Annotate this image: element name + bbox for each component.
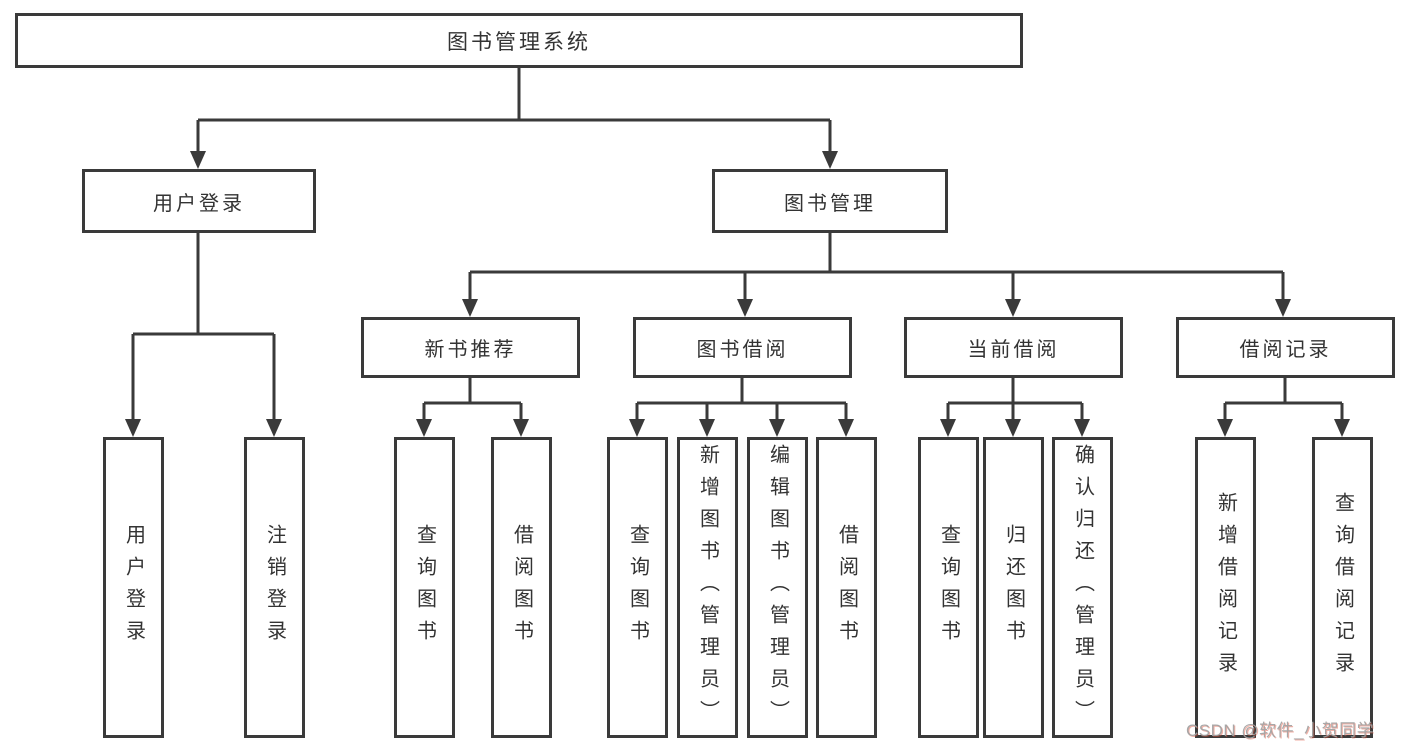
leaf-query-borrow-record: 查询借阅记录 [1312, 437, 1373, 738]
node-borrow-records: 借阅记录 [1176, 317, 1395, 378]
leaf-borrow-books: 借阅图书 [816, 437, 877, 738]
connector-root-to-level2 [196, 66, 832, 153]
node-new-book-recommend: 新书推荐 [361, 317, 580, 378]
connector-user-login-group [131, 232, 276, 421]
connector-new-book-group [422, 377, 523, 421]
leaf-edit-book-admin: 编辑图书（管理员） [747, 437, 808, 738]
connector-book-management-to-level3 [468, 232, 1285, 301]
leaf-query-books-current: 查询图书 [918, 437, 979, 738]
leaf-return-book: 归还图书 [983, 437, 1044, 738]
node-root-system: 图书管理系统 [15, 13, 1023, 68]
node-book-management: 图书管理 [712, 169, 948, 233]
leaf-query-books-borrow: 查询图书 [607, 437, 668, 738]
connector-book-borrow-group [635, 377, 848, 421]
leaf-logout: 注销登录 [244, 437, 305, 738]
connector-borrow-record-group [1223, 377, 1344, 421]
csdn-watermark: CSDN @软件_小贺同学 [1186, 721, 1375, 740]
node-current-borrow: 当前借阅 [904, 317, 1123, 378]
leaf-user-login: 用户登录 [103, 437, 164, 738]
leaf-borrow-books-recommend: 借阅图书 [491, 437, 552, 738]
connector-current-borrow-group [946, 377, 1084, 421]
node-book-borrow: 图书借阅 [633, 317, 852, 378]
arrowheads [125, 151, 1350, 437]
leaf-query-books-recommend: 查询图书 [394, 437, 455, 738]
leaf-add-borrow-record: 新增借阅记录 [1195, 437, 1256, 738]
leaf-add-book-admin: 新增图书（管理员） [677, 437, 738, 738]
node-user-login: 用户登录 [82, 169, 316, 233]
leaf-confirm-return-admin: 确认归还（管理员） [1052, 437, 1113, 738]
